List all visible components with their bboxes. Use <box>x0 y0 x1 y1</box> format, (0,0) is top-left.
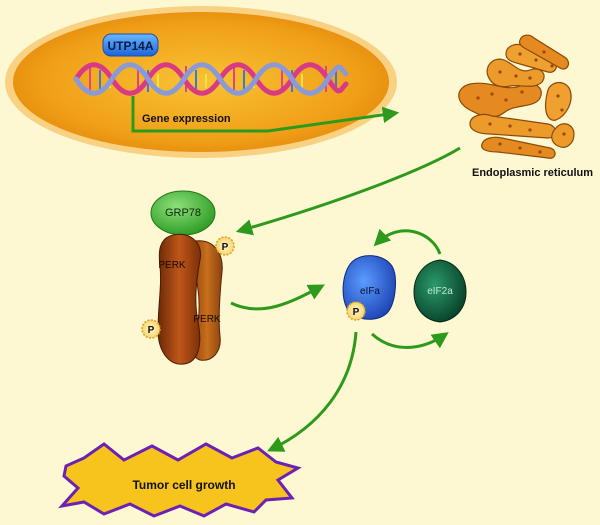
perk-left-label: PERK <box>158 260 186 271</box>
perk-right-label: PERK <box>193 314 221 325</box>
nucleus <box>5 6 397 158</box>
utp14a-label: UTP14A <box>107 39 153 53</box>
eif2a-to-eifa-arrow <box>373 228 442 255</box>
er-label: Endoplasmic reticulum <box>472 167 593 179</box>
utp14a-gene-box: UTP14A <box>102 33 159 57</box>
perk-dimer: PERK PERK <box>157 233 223 365</box>
phosphate-badge-perk-bottom: P <box>141 319 161 339</box>
tumor-cell-growth-burst: Tumor cell growth <box>57 442 302 518</box>
grp78-label: GRP78 <box>165 207 201 219</box>
perk-to-eifa-arrow <box>230 284 325 311</box>
gene-expression-arrow <box>131 96 400 133</box>
eif2a-label: eIF2a <box>427 286 453 297</box>
tumor-cell-growth-label: Tumor cell growth <box>132 478 235 492</box>
endoplasmic-reticulum-icon <box>458 34 575 159</box>
eifa-label: eIFa <box>360 286 380 297</box>
eifa-to-eif2a-arrow <box>370 332 449 349</box>
phosphate-label: P <box>148 325 155 336</box>
phosphate-label: P <box>222 242 229 253</box>
grp78-protein: GRP78 <box>150 190 216 236</box>
er-to-grp78-arrow <box>235 146 461 236</box>
gene-expression-label: Gene expression <box>142 113 231 125</box>
phosphate-label: P <box>353 307 360 318</box>
phosphate-badge-perk-top: P <box>215 236 235 256</box>
eifa-to-tumor-arrow <box>267 331 358 452</box>
phosphate-badge-eifa: P <box>346 301 366 321</box>
dna-helix <box>73 62 349 96</box>
eif2a-protein: eIF2a <box>413 259 467 323</box>
